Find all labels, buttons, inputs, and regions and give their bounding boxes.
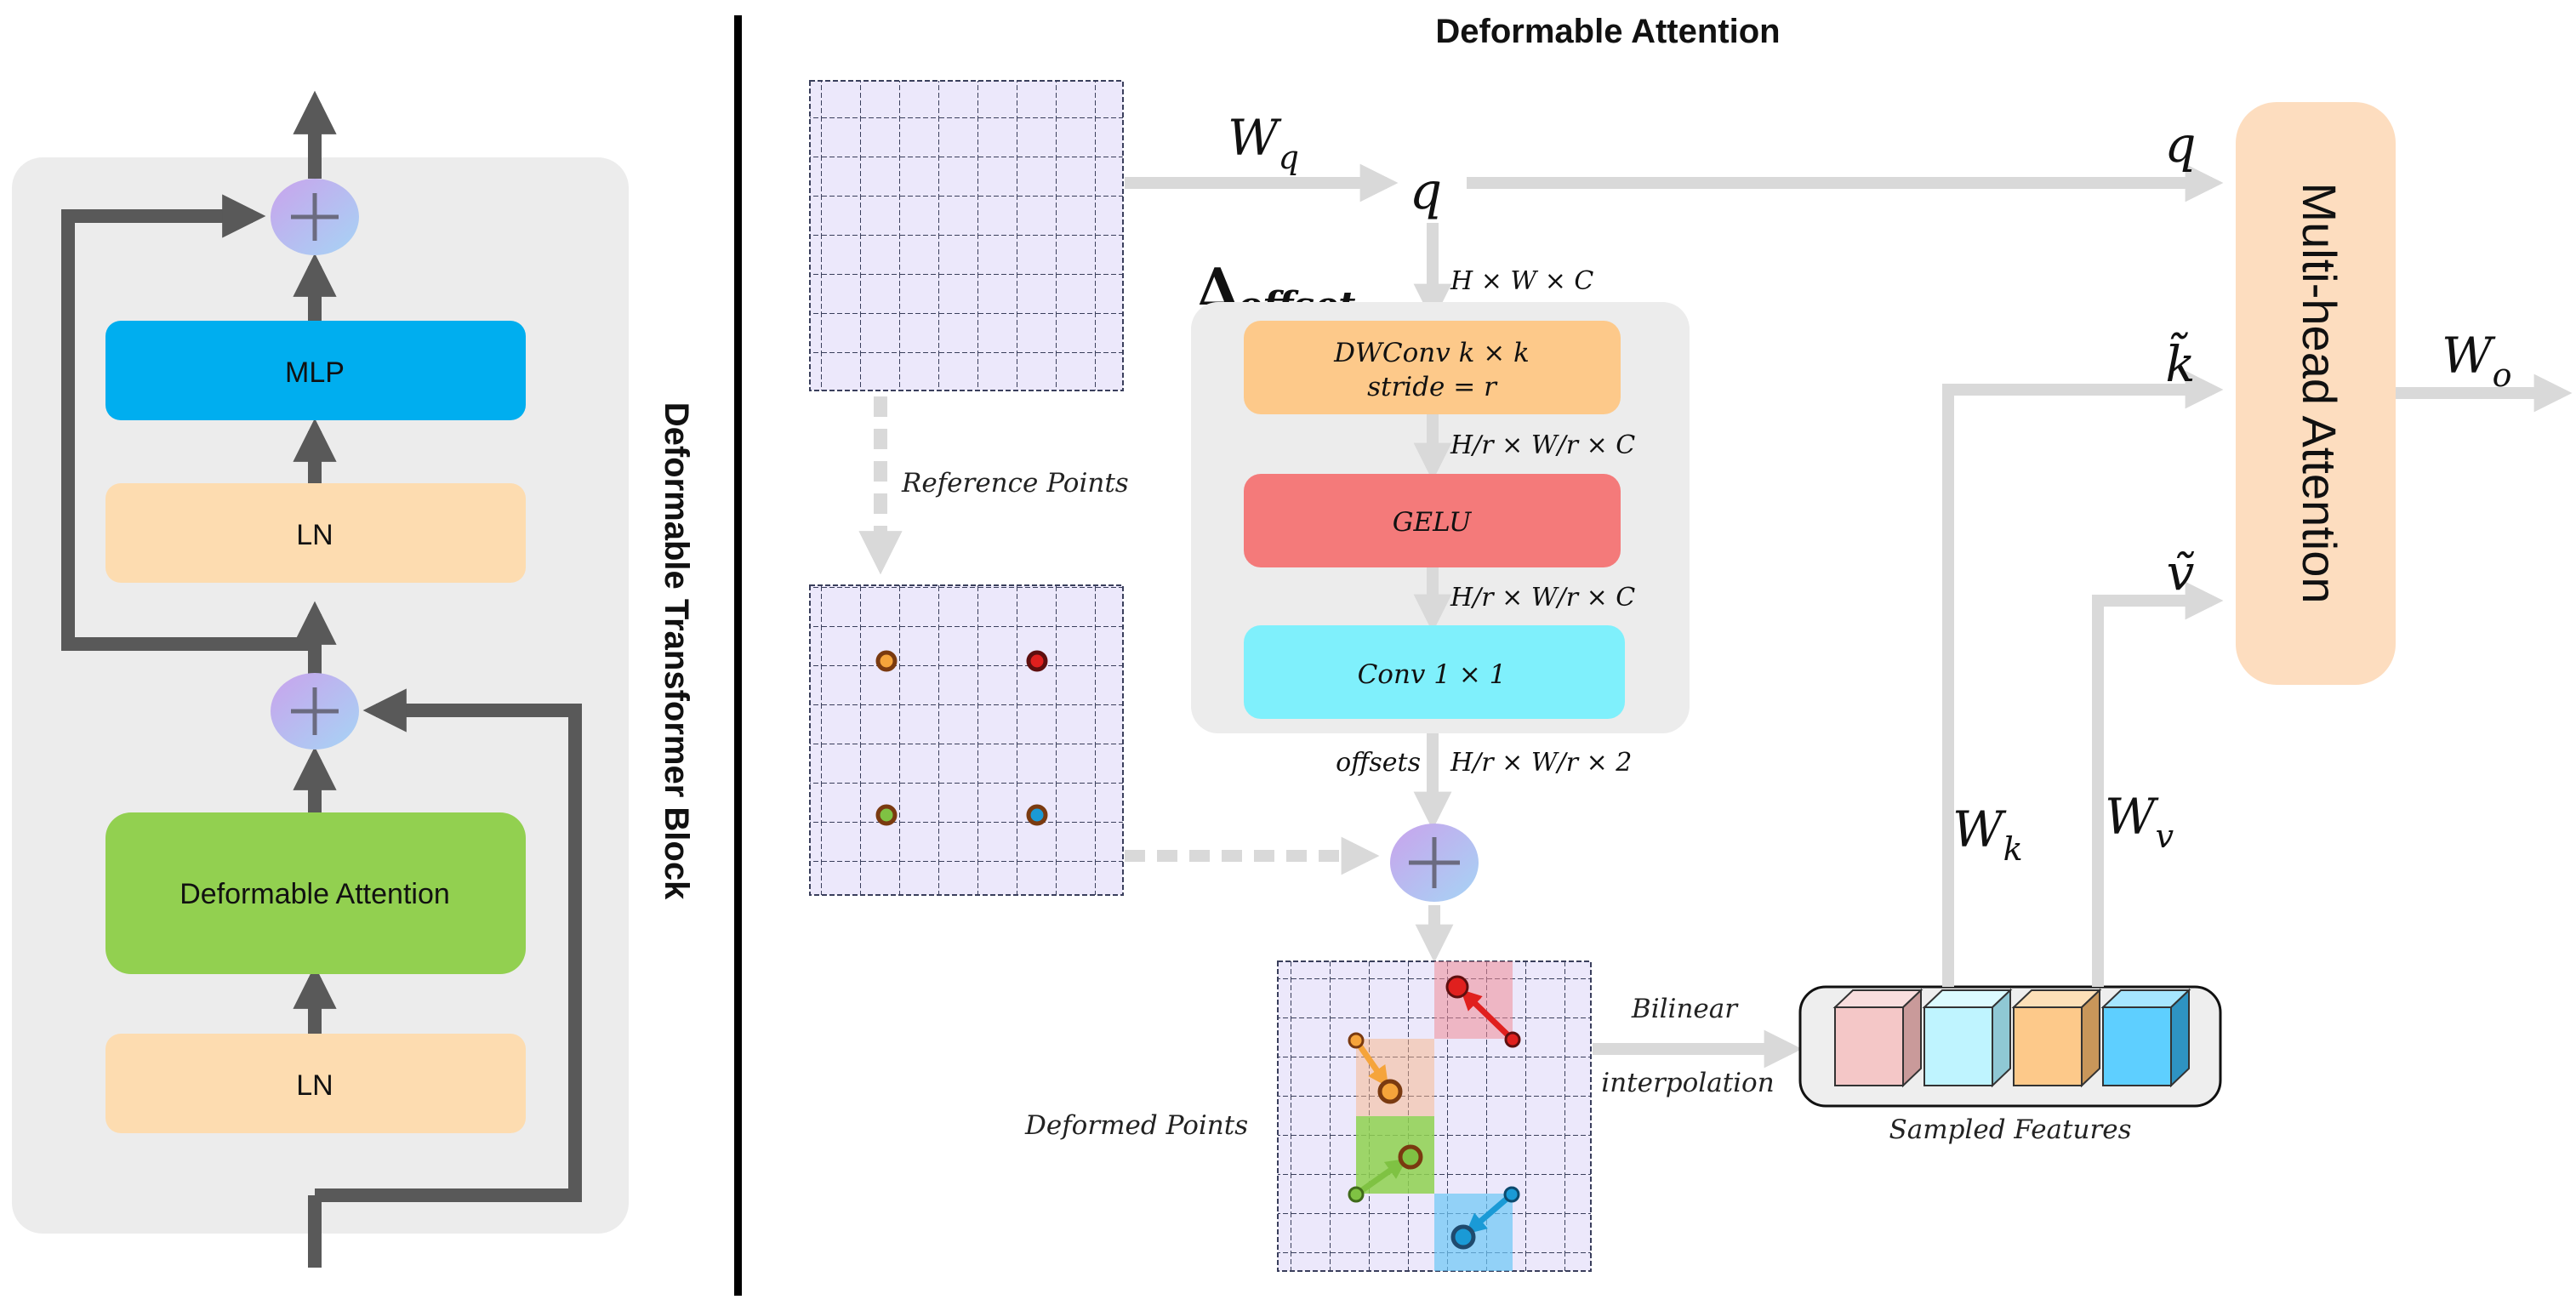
ln-bottom-label: LN bbox=[296, 1069, 333, 1102]
deformable-attention-label: Deformable Attention bbox=[180, 878, 450, 910]
dim-label-3: H/r × W/r × 2 bbox=[1450, 748, 1632, 778]
reference-points-label: Reference Points bbox=[901, 468, 1129, 499]
bilinear-label-1: Bilinear bbox=[1631, 994, 1739, 1024]
reference-point-blue bbox=[1026, 804, 1048, 826]
ln-top-block: LN bbox=[105, 483, 526, 583]
k-tilde-label: k̃ bbox=[2165, 332, 2195, 393]
gelu-block: GELU bbox=[1244, 474, 1621, 567]
deformed-points-grid bbox=[1277, 960, 1592, 1272]
sampled-feature-cube-blue bbox=[2100, 988, 2191, 1088]
multi-head-attention-label: Multi-head Attention bbox=[2293, 183, 2346, 604]
residual-connection-mlp bbox=[61, 194, 315, 651]
q-label-right: q bbox=[2164, 116, 2196, 174]
sampled-features-label: Sampled Features bbox=[1889, 1114, 2131, 1145]
wv-path-arrow bbox=[2092, 581, 2224, 987]
deformed-points-label: Deformed Points bbox=[1024, 1110, 1248, 1141]
wk-path-arrow bbox=[1942, 370, 2224, 987]
dwconv-line-1: DWConv k × k bbox=[1333, 338, 1530, 368]
right-panel: Deformable Attention Reference Points Wq… bbox=[809, 13, 2573, 1272]
q-label-mid: q bbox=[1410, 162, 1442, 221]
add-node-top bbox=[271, 179, 359, 255]
mlp-label: MLP bbox=[285, 356, 345, 389]
wo-label: Wo bbox=[2442, 327, 2512, 394]
left-panel-title: Deformable Transformer Block bbox=[658, 402, 695, 900]
wq-label: Wq bbox=[1228, 109, 1299, 176]
right-panel-title: Deformable Attention bbox=[1435, 13, 1780, 50]
offset-add-node bbox=[1390, 824, 1479, 902]
residual-connection-attention bbox=[315, 688, 582, 1202]
wk-label: Wk bbox=[1952, 801, 2023, 868]
reference-points-grid bbox=[809, 584, 1124, 896]
dim-label-2: H/r × W/r × C bbox=[1450, 583, 1635, 613]
panel-divider bbox=[734, 15, 742, 1296]
offsets-label: offsets bbox=[1336, 748, 1421, 778]
reference-point-orange bbox=[875, 650, 898, 672]
conv-label: Conv 1 × 1 bbox=[1358, 659, 1507, 690]
sampled-feature-cube-orange bbox=[2011, 988, 2102, 1088]
multi-head-attention-block: Multi-head Attention bbox=[2236, 102, 2396, 685]
reference-point-green bbox=[875, 804, 898, 826]
dwconv-block: DWConv k × k stride = r bbox=[1244, 321, 1621, 414]
sampled-feature-cube-pink bbox=[1832, 988, 1923, 1088]
dim-hwc-label: H × W × C bbox=[1450, 266, 1593, 296]
conv-block: Conv 1 × 1 bbox=[1244, 625, 1625, 719]
left-panel: LN Deformable Attention LN MLP Deformabl… bbox=[12, 90, 695, 1268]
ln-top-label: LN bbox=[296, 519, 333, 551]
sampled-features bbox=[1798, 985, 2222, 1108]
sampled-feature-cube-cyan bbox=[1922, 988, 2013, 1088]
deformable-attention-block: Deformable Attention bbox=[105, 812, 526, 974]
reference-point-red bbox=[1026, 650, 1048, 672]
wv-label: Wv bbox=[2105, 788, 2174, 855]
ln-bottom-block: LN bbox=[105, 1034, 526, 1133]
reference-point-markers bbox=[875, 650, 1048, 826]
add-node-bottom bbox=[271, 673, 359, 750]
dwconv-line-2: stride = r bbox=[1367, 372, 1498, 402]
bilinear-label-2: interpolation bbox=[1601, 1068, 1774, 1098]
gelu-label: GELU bbox=[1393, 507, 1472, 538]
dim-label-1: H/r × W/r × C bbox=[1450, 430, 1635, 460]
v-tilde-label: ṽ bbox=[2167, 544, 2195, 601]
input-feature-grid bbox=[809, 80, 1124, 391]
mlp-block: MLP bbox=[105, 321, 526, 420]
